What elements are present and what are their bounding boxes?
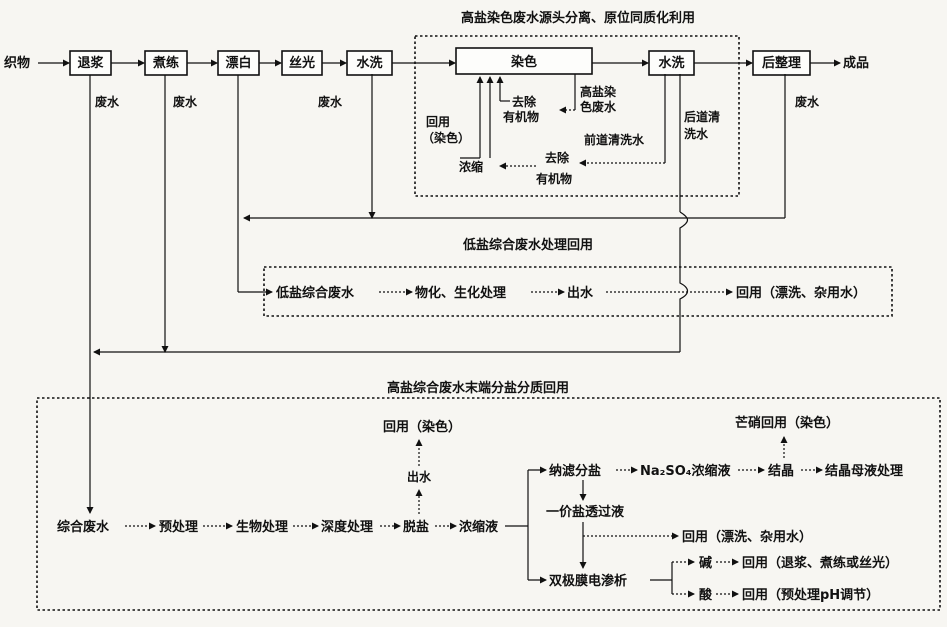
high-salt-dye-ww-2: 色废水 [580,99,617,114]
low-salt-region [263,266,893,317]
region-title-high-salt: 高盐综合废水末端分盐分质回用 [387,380,569,396]
recycle-dye-2: （染色） [422,130,470,145]
remove-organics-label-1b: 有机物 [503,109,539,124]
step-mercerizing-label: 丝光 [289,55,315,71]
acid-reuse: 回用（预处理pH调节） [742,587,879,603]
desal-effluent: 出水 [407,469,432,484]
step-scouring [144,50,188,76]
step-washing-1 [346,50,393,76]
step-bleaching-label: 漂白 [225,55,251,71]
mirabilite-reuse: 芒硝回用（染色） [735,415,839,431]
step-washing-2 [648,50,695,76]
desal-reuse: 回用（染色） [383,419,461,435]
rear-rinse-1: 后道清 [684,109,720,124]
remove-organics-label-1: 去除 [512,94,537,109]
remove-organics-label-2b: 有机物 [536,171,572,186]
region-title-low-salt: 低盐综合废水处理回用 [462,237,593,253]
concentrate-liquid: 浓缩液 [459,519,498,535]
low-salt-reuse: 回用（漂洗、杂用水） [736,285,866,301]
mother-liquor: 结晶母液处理 [825,463,903,479]
region-title-source: 高盐染色废水源头分离、原位同质化利用 [461,10,695,26]
front-rinse-label: 前道清洗水 [584,132,645,147]
step-washing-2-label: 水洗 [658,55,684,71]
nanofiltration: 纳滤分盐 [549,463,601,479]
rear-rinse-crossing [679,211,689,352]
step-desizing-label: 退浆 [77,55,104,71]
step-washing-1-label: 水洗 [356,55,382,71]
step-dyeing [455,47,593,75]
step-bleaching [217,50,260,76]
step-dyeing-label: 染色 [510,54,537,70]
output-product: 成品 [843,55,869,71]
bio-treatment: 生物处理 [236,519,288,535]
pretreatment: 预处理 [159,519,198,535]
desalination: 脱盐 [403,519,429,535]
low-salt-ww: 低盐综合废水 [275,285,355,301]
high-salt-end-region [36,397,941,611]
treatment: 物化、生化处理 [415,285,506,301]
acid: 酸 [699,587,713,603]
alkali-reuse: 回用（退浆、煮练或丝光） [742,555,898,571]
remove-organics-label-2: 去除 [545,150,570,165]
effluent: 出水 [567,285,594,301]
bipolar-membrane-ed: 双极膜电渗析 [549,573,627,589]
combined-ww: 综合废水 [57,519,110,535]
monovalent-permeate: 一价盐透过液 [546,504,624,520]
waste-water-label: 废水 [173,94,198,109]
na2so4-concentrate: Na₂SO₄浓缩液 [640,463,730,479]
rear-rinse-2: 洗水 [684,126,709,141]
crystallization: 结晶 [768,463,794,479]
mono-reuse: 回用（漂洗、杂用水） [682,529,812,545]
waste-water-label: 废水 [795,94,820,109]
step-finishing-label: 后整理 [762,55,801,71]
source-separation-region [414,35,740,197]
waste-water-label: 废水 [318,94,343,109]
alkali: 碱 [699,555,712,571]
input-fabric: 织物 [4,55,30,71]
advanced-treatment: 深度处理 [321,519,373,535]
high-salt-dye-ww-1: 高盐染 [580,84,617,99]
concentrate-label: 浓缩 [459,159,483,174]
step-scouring-label: 煮练 [152,55,179,71]
recycle-dye-1: 回用 [426,115,450,129]
step-finishing [752,50,811,76]
step-desizing [69,50,112,76]
step-mercerizing [281,50,323,76]
waste-water-label: 废水 [95,94,120,109]
